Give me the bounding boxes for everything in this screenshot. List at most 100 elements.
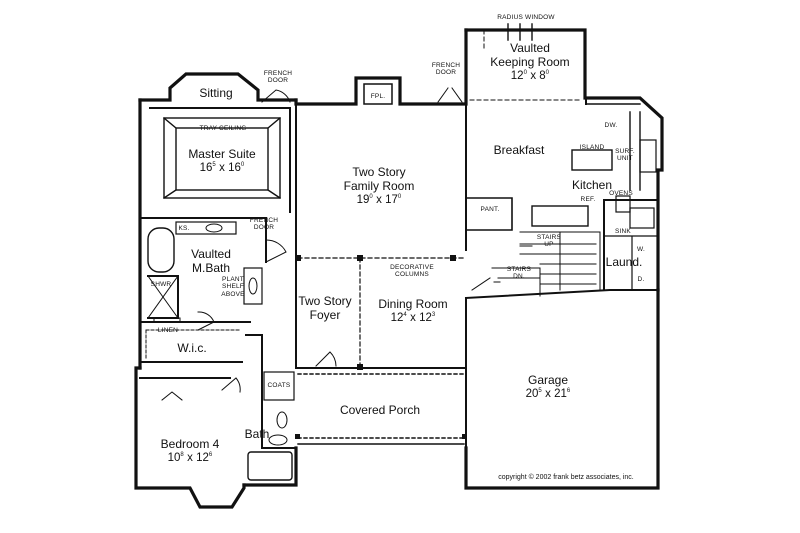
porch-railing (297, 373, 465, 445)
dishwasher-note: DW. (604, 122, 618, 129)
keeping-room-label: Vaulted Keeping Room 120 x 80 (480, 41, 580, 83)
coats-note: COATS (267, 382, 291, 389)
linen-closet (153, 317, 181, 323)
dining-room-length: 12 (419, 311, 432, 324)
keeping-room-length-inches: 0 (545, 69, 550, 76)
family-room-label: Two Story Family Room 190 x 170 (324, 165, 434, 207)
decorative-column-line (297, 257, 465, 369)
kitchen-label: Kitchen (571, 178, 613, 192)
dining-room-name: Dining Room (378, 297, 448, 311)
dining-room-width: 12 (390, 311, 404, 324)
stairs-up-note: STAIRS UP (532, 234, 566, 249)
refrigerator-note: REF. (580, 196, 596, 203)
garage-label: Garage 205 x 216 (508, 373, 588, 401)
kitchen-island (571, 149, 613, 171)
ovens-note: OVENS (609, 190, 633, 197)
french-door-note-1-line2: DOOR (267, 77, 289, 85)
plant-shelf-note-line1: PLANT (222, 276, 244, 283)
family-room-length: 17 (385, 193, 398, 206)
keeping-room-width: 12 (510, 69, 524, 82)
dining-room-dims: 124 x 123 (390, 311, 436, 324)
stairs (491, 231, 601, 297)
foyer-name-line2: Foyer (309, 307, 341, 322)
bedroom-4-label: Bedroom 4 108 x 126 (150, 437, 230, 465)
bedroom-4-width-inches: 8 (180, 451, 184, 458)
decorative-columns-note-line1: DECORATIVE (390, 264, 434, 271)
cooktop (639, 139, 657, 173)
bedroom-4-length: 12 (196, 451, 209, 464)
breakfast-label: Breakfast (493, 143, 545, 157)
family-room-dims: 190 x 170 (356, 193, 402, 206)
toilet (268, 434, 288, 446)
master-suite-width-inches: 5 (212, 161, 216, 168)
master-suite-name: Master Suite (188, 147, 256, 161)
garage-length: 21 (554, 387, 567, 400)
oven-unit (615, 195, 631, 213)
french-door-note-3: FRENCH DOOR (244, 217, 284, 232)
plant-shelf-note: PLANT SHELF ABOVE (218, 276, 248, 298)
master-suite-width: 16 (199, 161, 213, 174)
fireplace (363, 83, 393, 105)
french-door-note-1: FRENCH DOOR (256, 70, 300, 85)
garage-width-inches: 5 (538, 387, 542, 394)
radius-window-note: RADIUS WINDOW (497, 14, 555, 21)
dining-room-length-inches: 3 (431, 311, 436, 318)
wic-shelf (145, 329, 241, 361)
sink-2 (248, 277, 258, 295)
surf-unit-note: SURF. UNIT (612, 148, 638, 163)
master-suite-length-inches: 0 (240, 161, 245, 168)
laundry-label: Laund. (605, 255, 643, 269)
sink-box (629, 207, 655, 229)
dining-room-width-inches: 4 (403, 311, 407, 318)
radius-window (507, 23, 533, 41)
wic-label: W.i.c. (177, 341, 207, 355)
family-room-width-inches: 0 (369, 193, 373, 200)
stairs-dn-note-line2: DN. (513, 273, 525, 281)
bedroom-4-dims: 108 x 126 (167, 451, 213, 464)
stairs-dn-note: STAIRS DN. (502, 266, 536, 281)
master-bath-label: Vaulted M.Bath (176, 247, 246, 276)
stairs-up-note-line1: STAIRS (536, 234, 562, 241)
garage-dims: 205 x 216 (525, 387, 571, 400)
stairs-up-note-line2: UP (544, 241, 554, 249)
master-suite-length: 16 (228, 161, 241, 174)
french-door-note-2-line1: FRENCH (431, 62, 461, 69)
master-suite-label: Master Suite 165 x 160 (172, 147, 272, 175)
copyright-notice: copyright © 2002 frank betz associates, … (498, 474, 634, 481)
washer-note: W. (637, 246, 645, 253)
interior-walls (139, 97, 659, 449)
decorative-columns-note-line2: COLUMNS (395, 271, 429, 279)
family-room-name-line2: Family Room (343, 178, 415, 193)
bath-tub (247, 451, 293, 481)
laundry-walls (603, 235, 659, 291)
fireplace-note: FPL. (370, 93, 386, 100)
family-room-length-inches: 0 (397, 193, 402, 200)
keeping-room-length: 8 (539, 69, 546, 82)
columns (295, 255, 467, 439)
exterior-walls (134, 28, 664, 509)
shower-x (147, 275, 179, 319)
sitting-label: Sitting (199, 86, 233, 100)
keeping-room-width-inches: 0 (523, 69, 528, 76)
dining-room-label: Dining Room 124 x 123 (368, 297, 458, 325)
stairs-dn-note-line1: STAIRS (506, 266, 532, 273)
vanity-1 (175, 221, 237, 235)
french-door-note-3-line2: DOOR (253, 224, 275, 232)
family-room-width: 19 (356, 193, 370, 206)
tub (147, 227, 175, 273)
plant-shelf-note-line3: ABOVE (221, 290, 245, 298)
sink-note: SINK (615, 228, 631, 235)
bedroom-4-name: Bedroom 4 (160, 437, 220, 451)
french-door-note-2: FRENCH DOOR (426, 62, 466, 77)
linen-note: LINEN (157, 327, 179, 334)
french-door-note-1-line1: FRENCH (263, 70, 293, 77)
decorative-columns-note: DECORATIVE COLUMNS (380, 264, 444, 279)
tray-ceiling-note: TRAY CEILING (199, 125, 247, 132)
door-swings (161, 87, 491, 401)
foyer-name-line1: Two Story (298, 294, 352, 308)
dashed-boundaries (465, 29, 583, 251)
master-bath-name-line1: Vaulted (191, 247, 231, 261)
french-door-note-3-line1: FRENCH (249, 217, 279, 224)
pantry-walls (465, 197, 513, 231)
